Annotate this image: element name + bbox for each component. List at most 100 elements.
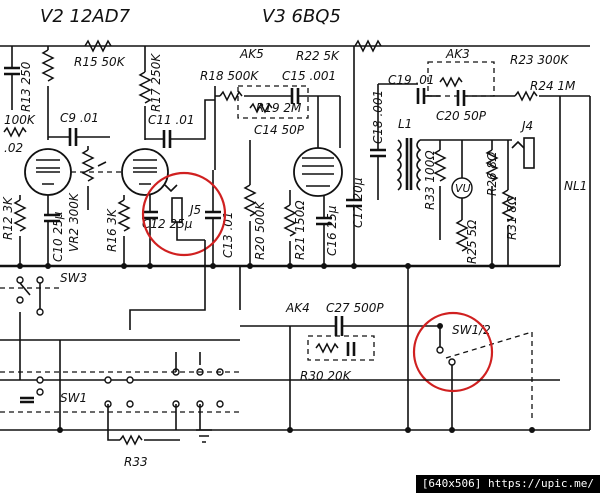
- c18-symbol: [370, 148, 386, 158]
- r-100k-label: 100K: [4, 113, 36, 127]
- r17-label: R17 250K: [149, 53, 163, 112]
- sw1-bus-wires: [0, 312, 560, 430]
- c27-symbol: [334, 316, 344, 336]
- l1-secondary: [416, 139, 422, 191]
- c9-symbol: [68, 128, 78, 146]
- r18-label: R18 500K: [200, 69, 259, 83]
- r26-r31-wire: [491, 140, 509, 266]
- r33-bottom-label: R33: [124, 455, 148, 469]
- r21-symbol: [283, 204, 297, 237]
- ak5-label: AK5: [239, 47, 264, 61]
- j5-label: J5: [188, 203, 201, 217]
- l1-primary: [396, 139, 402, 191]
- r33-bottom-symbol: [119, 434, 143, 446]
- r23-label: R23 300K: [510, 53, 569, 67]
- v3-tube: [293, 147, 343, 197]
- sw3-contact-4[interactable]: [36, 308, 44, 316]
- r13-label: R13 250: [19, 61, 33, 112]
- nl1-wire: [559, 96, 591, 430]
- watermark: [640x506] https://upic.me/: [415, 475, 600, 493]
- r24-out-wire: [539, 95, 590, 140]
- c8-label: .02: [4, 141, 23, 155]
- vu-meter-label: VU: [455, 182, 471, 195]
- sw1-label: SW1: [60, 391, 87, 405]
- sw3-contact-1[interactable]: [16, 276, 24, 284]
- c18-label: C18 .001: [371, 90, 385, 144]
- nl1-label: NL1: [564, 179, 587, 193]
- sw12-contact-1[interactable]: [436, 346, 444, 354]
- j4-wire: [420, 139, 525, 149]
- c20-symbol: [456, 90, 466, 106]
- j4-jack[interactable]: [523, 137, 535, 169]
- c11-label: C11 .01: [148, 113, 195, 127]
- vr2-wiper: [87, 146, 107, 210]
- c13-label: C13 .01: [221, 211, 235, 258]
- r30-label: R30 20K: [300, 369, 352, 383]
- ak3-label: AK3: [445, 47, 470, 61]
- r18-symbol: [219, 90, 243, 102]
- c11-symbol: [162, 130, 172, 148]
- v2-right-elements: [133, 159, 157, 185]
- r13-symbol: [41, 49, 55, 82]
- annotation-circle-sw12: [412, 311, 494, 393]
- r-100k-symbol: [3, 126, 27, 138]
- r33-label: R33 100Ω: [423, 150, 437, 210]
- v2-left-elements: [36, 159, 60, 185]
- c9-label: C9 .01: [60, 111, 99, 125]
- r15-label: R15 50K: [74, 55, 126, 69]
- ground-bus-dots: [17, 263, 495, 269]
- sw1-wiring: [107, 352, 201, 441]
- sw1-contacts[interactable]: [36, 368, 224, 408]
- ak3-resistor: [439, 76, 463, 88]
- r24-symbol: [514, 90, 538, 102]
- c12-label: C12 25μ: [142, 217, 193, 231]
- r16-label: R16 3K: [105, 208, 119, 252]
- sw1-cap: [20, 396, 34, 404]
- r24-label: R24 1M: [530, 79, 576, 93]
- r20-label: R20 500K: [253, 201, 267, 260]
- v2-tube-right: [121, 148, 169, 196]
- l1-core: [405, 138, 413, 190]
- c27-label: C27 500P: [326, 301, 384, 315]
- sw12-link: [445, 331, 533, 420]
- bottom-verticals: [289, 266, 409, 430]
- c15-label: C15 .001: [282, 69, 336, 83]
- r31-label: R31 8Ω: [505, 195, 519, 240]
- v3-elements: [302, 157, 334, 187]
- left-edge-cap: [4, 66, 20, 76]
- vr2-label: VR2 300K: [67, 192, 81, 252]
- r12-label: R12 3K: [1, 196, 15, 240]
- c13-symbol: [205, 210, 221, 220]
- j5-to-switch-wire: [129, 240, 241, 330]
- c11-wire: [145, 99, 215, 140]
- ak4-box: [307, 335, 375, 361]
- sw3-contact-3[interactable]: [16, 296, 24, 304]
- ground-symbol: [196, 429, 212, 443]
- c14-label: C14 50P: [254, 123, 305, 137]
- sw3-contact-2[interactable]: [36, 276, 44, 284]
- r26-symbol: [485, 149, 499, 182]
- r15-symbol: [84, 39, 112, 53]
- tube-v3-label: V3 6BQ5: [262, 6, 341, 27]
- r33-symbol: [433, 149, 447, 182]
- j4-label: J4: [520, 119, 533, 133]
- r25-label: R25 5Ω: [465, 219, 479, 264]
- c20-label: C20 50P: [436, 109, 487, 123]
- r12-symbol: [13, 199, 27, 232]
- sw12-contact-2[interactable]: [448, 358, 456, 366]
- sw12-wire: [439, 326, 453, 430]
- annotation-circle-j5: [141, 171, 227, 257]
- sw3-label: SW3: [60, 271, 87, 285]
- c10-label: C10 25μ: [51, 211, 65, 262]
- v3-plate-wire: [317, 96, 341, 148]
- ak4-label: AK4: [285, 301, 310, 315]
- ak5-box: [237, 85, 309, 119]
- r19-label: R19 2M: [256, 101, 302, 115]
- c16-label: C16 25μ: [325, 205, 339, 256]
- ak3-box: [427, 61, 495, 97]
- tube-v2-label: V2 12AD7: [40, 6, 131, 27]
- r21-label: R21 150Ω: [293, 200, 307, 260]
- c17-label: C17 20μ: [351, 177, 365, 228]
- r16-symbol: [117, 199, 131, 232]
